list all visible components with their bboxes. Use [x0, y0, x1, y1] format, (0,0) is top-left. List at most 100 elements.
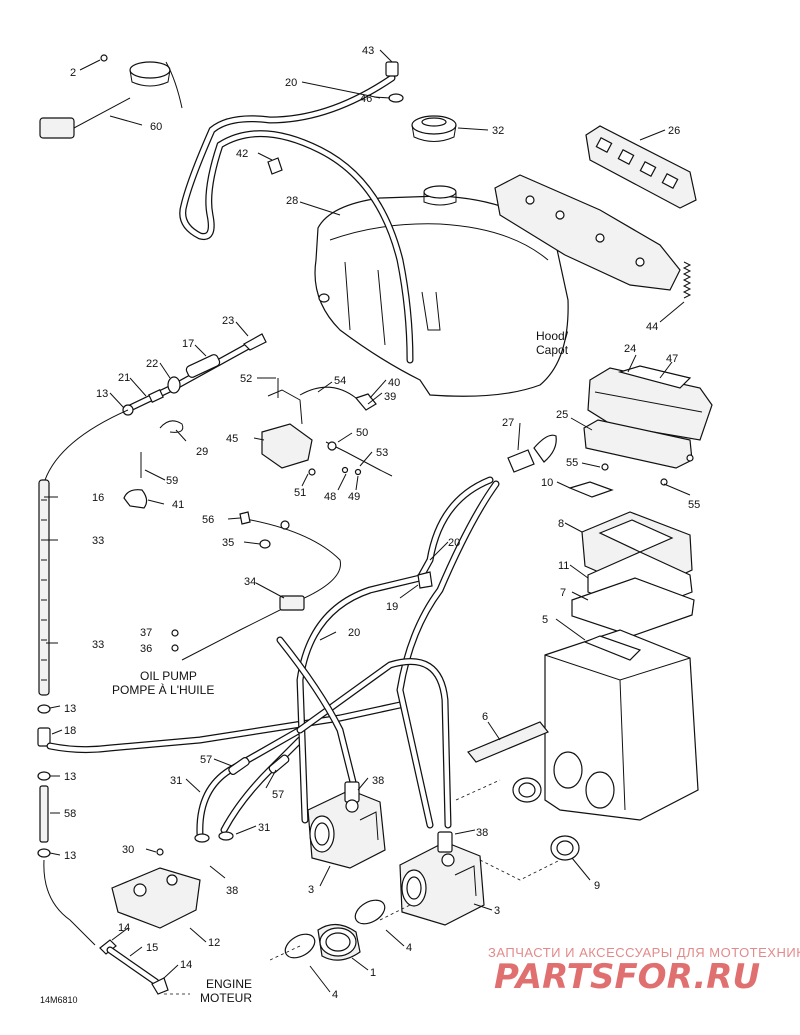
callout-31b: 31 — [258, 822, 270, 834]
callout-16: 16 — [92, 492, 104, 504]
callout-35: 35 — [222, 537, 234, 549]
oil-pump-12 — [99, 848, 201, 995]
callout-56: 56 — [202, 514, 214, 526]
callout-43: 43 — [362, 45, 374, 57]
callout-13c: 13 — [64, 771, 76, 783]
callout-52: 52 — [240, 373, 252, 385]
fuel-sender-60 — [39, 54, 183, 139]
callout-12: 12 — [208, 937, 220, 949]
callout-4b: 4 — [332, 989, 338, 1001]
callout-5: 5 — [542, 614, 548, 626]
callout-46: 46 — [360, 93, 372, 105]
callout-51: 51 — [294, 487, 306, 499]
callout-30: 30 — [122, 844, 134, 856]
callout-54: 54 — [334, 375, 346, 387]
watermark-logo: PARTSFOR.RU — [494, 957, 760, 997]
callout-29: 29 — [196, 446, 208, 458]
callout-57b: 57 — [272, 789, 284, 801]
callout-39: 39 — [384, 391, 396, 403]
callout-32: 32 — [492, 125, 504, 137]
callout-24: 24 — [624, 343, 636, 355]
callout-3b: 3 — [494, 905, 500, 917]
tank-mount-plate — [494, 174, 681, 291]
air-sleeves-9 — [512, 777, 580, 861]
callout-28: 28 — [286, 195, 298, 207]
callout-20: 20 — [285, 77, 297, 89]
callout-40: 40 — [388, 377, 400, 389]
callout-55b: 55 — [688, 499, 700, 511]
oil-lines-31-57 — [194, 726, 304, 843]
callout-37: 37 — [140, 627, 152, 639]
callout-60: 60 — [150, 121, 162, 133]
carb-hoses — [171, 434, 557, 829]
callout-7: 7 — [560, 587, 566, 599]
callout-41: 41 — [172, 499, 184, 511]
intake-adapter-1 — [269, 779, 561, 961]
callout-2: 2 — [70, 67, 76, 79]
carburetor-right — [399, 831, 485, 926]
air-intake-housing — [583, 365, 713, 486]
callout-50: 50 — [356, 427, 368, 439]
callout-25: 25 — [556, 409, 568, 421]
callout-42: 42 — [236, 148, 248, 160]
callout-33a: 33 — [92, 535, 104, 547]
text-labels: Hood/ Capot OIL PUMP POMPE À L'HUILE ENG… — [40, 329, 569, 1005]
carburetor-left — [307, 781, 386, 869]
callout-13b: 13 — [64, 703, 76, 715]
callout-15: 15 — [146, 942, 158, 954]
callout-58: 58 — [64, 808, 76, 820]
lower-fittings — [37, 701, 404, 946]
fuel-pump-45 — [261, 378, 393, 477]
callouts: 43 2 20 46 60 32 26 42 28 44 23 17 24 47… — [64, 45, 700, 1001]
callout-44: 44 — [646, 321, 658, 333]
callout-33b: 33 — [92, 639, 104, 651]
fuel-cap-32 — [411, 115, 457, 142]
callout-55a: 55 — [566, 457, 578, 469]
callout-38a: 38 — [372, 775, 384, 787]
leader-lines — [44, 49, 691, 993]
callout-13a: 13 — [96, 388, 108, 400]
callout-48: 48 — [324, 491, 336, 503]
callout-23: 23 — [222, 315, 234, 327]
callout-45: 45 — [226, 433, 238, 445]
callout-1: 1 — [370, 967, 376, 979]
callout-20b: 20 — [448, 537, 460, 549]
callout-14a: 14 — [118, 922, 130, 934]
callout-53: 53 — [376, 447, 388, 459]
callout-38c: 38 — [226, 885, 238, 897]
callout-17: 17 — [182, 338, 194, 350]
callout-19: 19 — [386, 601, 398, 613]
oil-pump-label-fr: POMPE À L'HUILE — [112, 682, 214, 697]
air-filter-stack — [568, 481, 695, 637]
callout-6: 6 — [482, 711, 488, 723]
callout-11: 11 — [558, 560, 569, 572]
drawing-code: 14M6810 — [40, 995, 78, 1005]
callout-21: 21 — [118, 372, 130, 384]
callout-3a: 3 — [308, 884, 314, 896]
heat-shield-26 — [585, 125, 697, 209]
callout-13d: 13 — [64, 850, 76, 862]
callout-38b: 38 — [476, 827, 488, 839]
callout-47: 47 — [666, 353, 678, 365]
callout-8: 8 — [558, 518, 564, 530]
engine-label-fr: MOTEUR — [200, 991, 252, 1005]
callout-31a: 31 — [170, 775, 182, 787]
hood-label-fr: Capot — [536, 343, 569, 357]
callout-34: 34 — [244, 576, 256, 588]
callout-27: 27 — [502, 417, 514, 429]
callout-4a: 4 — [406, 942, 412, 954]
watermark: ЗАПЧАСТИ И АКСЕССУАРЫ ДЛЯ МОТОТЕХНИКИ PA… — [488, 945, 800, 997]
callout-20c: 20 — [348, 627, 360, 639]
callout-18: 18 — [64, 725, 76, 737]
hood-label-en: Hood/ — [536, 329, 569, 343]
fuel-line-16-33 — [38, 409, 148, 696]
callout-14b: 14 — [180, 959, 192, 971]
callout-10: 10 — [541, 477, 553, 489]
callout-22: 22 — [146, 358, 158, 370]
vent-hose-20 — [179, 61, 414, 364]
engine-label-en: ENGINE — [206, 977, 252, 991]
fuel-tank — [314, 185, 569, 397]
callout-26: 26 — [668, 125, 680, 137]
callout-59: 59 — [166, 475, 178, 487]
